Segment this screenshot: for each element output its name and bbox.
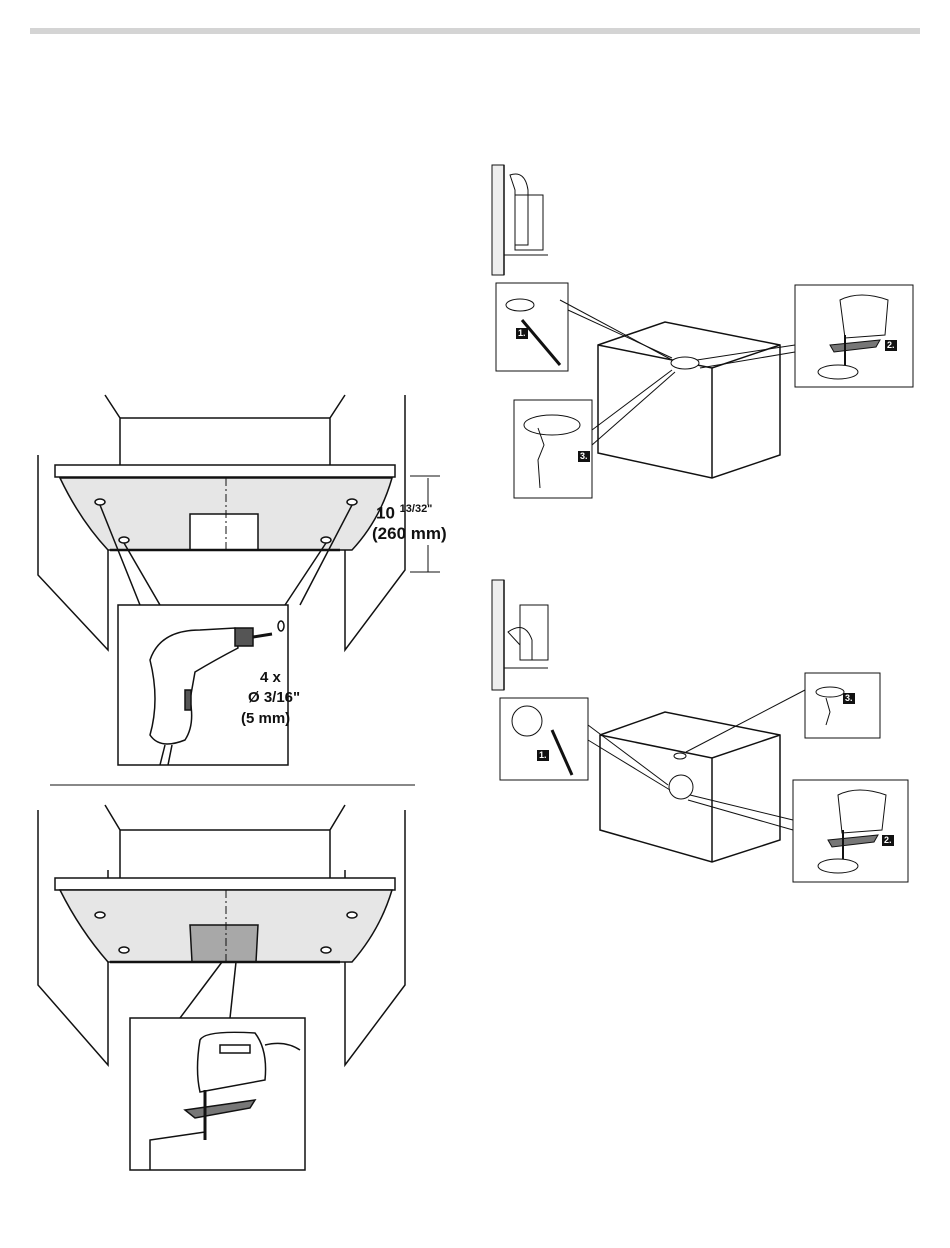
dimension-metric: (260 mm) <box>372 524 447 543</box>
step-badge-3: 3. <box>843 693 855 704</box>
header-rule <box>30 28 920 34</box>
figure-drill-holes <box>37 394 440 766</box>
dimension-fraction: 13/32" <box>399 503 433 515</box>
dimension-label: 10 13/32" <box>376 503 432 524</box>
step-badge-3: 3. <box>578 451 590 462</box>
figure-cut-opening <box>37 804 406 1171</box>
figure-top-vent <box>491 164 914 499</box>
step-badge-1: 1. <box>537 750 549 761</box>
drill-diameter: Ø 3/16" <box>248 689 301 706</box>
step-badge-1: 1. <box>516 328 528 339</box>
drill-metric: (5 mm) <box>241 710 291 727</box>
step-badge-2: 2. <box>885 340 897 351</box>
drill-icon <box>149 620 285 766</box>
dimension-whole: 10 <box>376 503 395 523</box>
drill-quantity: 4 x <box>260 669 281 686</box>
figure-rear-vent <box>491 579 909 883</box>
jigsaw-icon <box>149 1031 301 1170</box>
step-badge-2: 2. <box>882 835 894 846</box>
